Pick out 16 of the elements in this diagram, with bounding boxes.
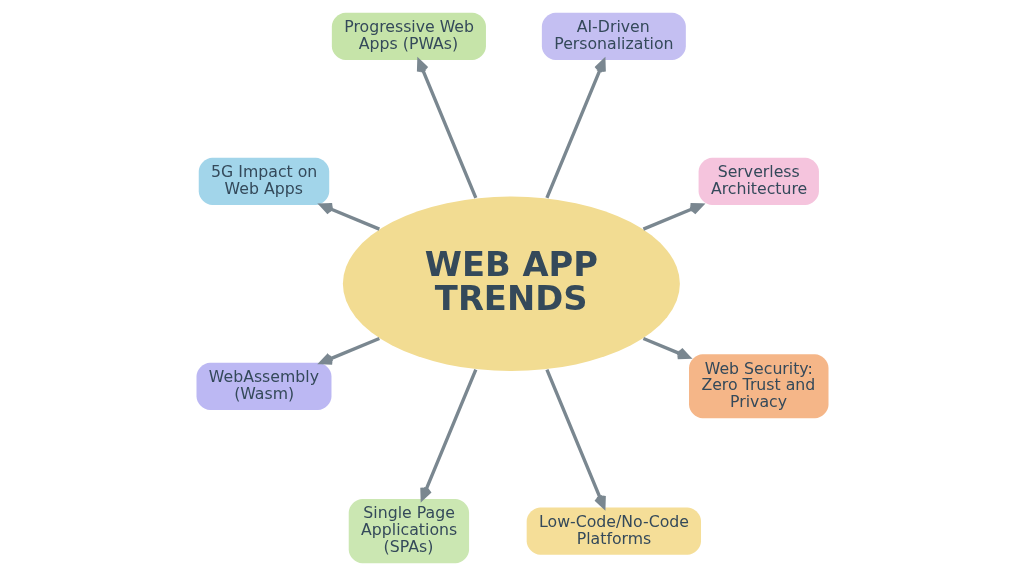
arrow xyxy=(318,336,380,365)
node-box: Single Page Applications (SPAs) xyxy=(348,499,469,564)
arrow xyxy=(318,202,380,231)
arrow xyxy=(642,336,690,360)
arrow xyxy=(642,202,703,231)
arrow xyxy=(544,58,606,199)
node-box: Progressive Web Apps (PWAs) xyxy=(331,12,486,60)
arrow xyxy=(544,368,606,509)
node-box: Web Security: Zero Trust and Privacy xyxy=(688,354,828,419)
node-box: WebAssembly (Wasm) xyxy=(196,362,331,410)
node-box: Serverless Architecture xyxy=(698,157,819,205)
node-box: 5G Impact on Web Apps xyxy=(198,157,329,205)
arrow xyxy=(419,368,477,501)
node-box: AI-Driven Personalization xyxy=(541,12,686,60)
node-box: Low-Code/No-Code Platforms xyxy=(526,507,701,555)
arrow xyxy=(416,58,477,199)
